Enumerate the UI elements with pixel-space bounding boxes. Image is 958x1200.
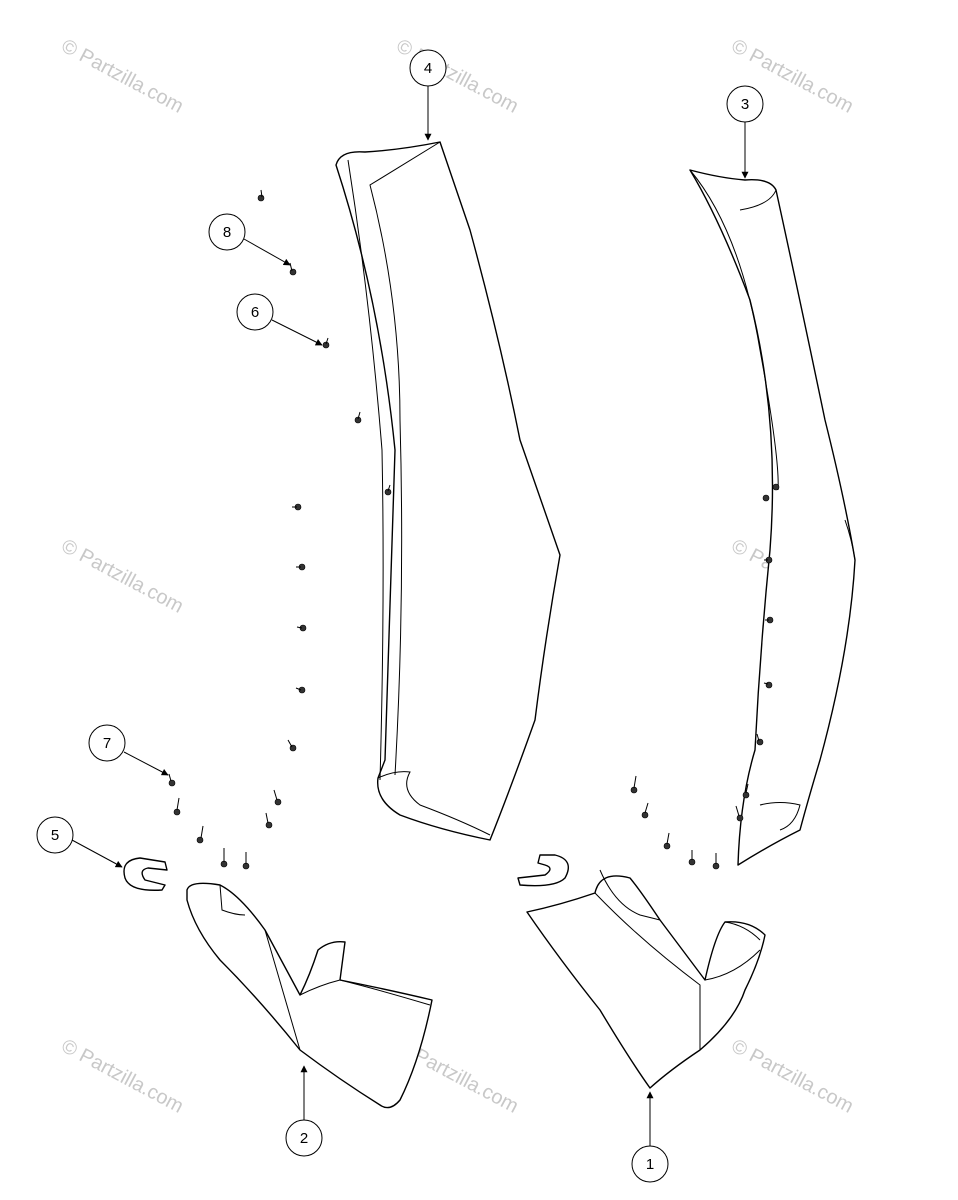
callout-2-label: 2 (300, 1130, 308, 1147)
callout-4-label: 4 (424, 60, 432, 77)
watermark: © Partzilla.com (728, 1035, 857, 1118)
callout-7-label: 7 (103, 735, 111, 752)
leader-lines (71, 86, 749, 1146)
watermark: © Partzilla.com (58, 35, 187, 118)
watermark: © Partzilla.com (58, 1035, 187, 1118)
callout-3-label: 3 (741, 96, 749, 113)
leader-8 (243, 238, 291, 266)
screw[interactable] (354, 411, 362, 424)
leader-7 (123, 751, 169, 776)
callout-3[interactable]: 3 (726, 85, 764, 123)
screw[interactable] (641, 802, 649, 819)
fasteners-group (168, 189, 780, 870)
callout-5[interactable]: 5 (36, 816, 74, 854)
screw[interactable] (242, 852, 250, 870)
callout-6[interactable]: 6 (236, 293, 274, 331)
screw[interactable] (764, 556, 773, 564)
screw[interactable] (688, 850, 696, 866)
screw[interactable] (322, 337, 330, 349)
part-1-guard[interactable] (526, 869, 766, 1089)
screw[interactable] (762, 494, 770, 502)
screw[interactable] (289, 262, 297, 276)
screw[interactable] (663, 832, 671, 850)
screw[interactable] (772, 483, 780, 491)
screw[interactable] (630, 775, 638, 794)
callout-1-label: 1 (646, 1156, 654, 1173)
screw[interactable] (296, 563, 306, 571)
leader-5 (71, 839, 123, 868)
watermark: © Partzilla.com (58, 535, 187, 618)
screw[interactable] (196, 825, 204, 844)
screw[interactable] (287, 739, 297, 752)
screw[interactable] (763, 681, 773, 689)
screw[interactable] (220, 848, 228, 868)
part-2-guard[interactable] (186, 882, 433, 1109)
callout-8-label: 8 (223, 224, 231, 241)
leader-6 (271, 319, 323, 346)
screw[interactable] (712, 853, 720, 870)
screw[interactable] (173, 797, 181, 816)
part-3-panel[interactable] (689, 169, 856, 866)
screw[interactable] (765, 616, 774, 624)
part-4-panel[interactable] (335, 141, 561, 841)
callout-7[interactable]: 7 (88, 724, 126, 762)
screw[interactable] (257, 189, 265, 202)
callout-1[interactable]: 1 (631, 1145, 669, 1183)
screw[interactable] (265, 812, 273, 829)
callout-8[interactable]: 8 (208, 213, 246, 251)
screw[interactable] (742, 783, 750, 799)
callout-2[interactable]: 2 (285, 1119, 323, 1157)
screw[interactable] (292, 503, 302, 511)
screw[interactable] (296, 624, 307, 632)
screw[interactable] (384, 484, 392, 496)
callout-6-label: 6 (251, 304, 259, 321)
part-5-clip-right[interactable] (517, 854, 569, 887)
callout-4[interactable]: 4 (409, 49, 447, 87)
screw[interactable] (756, 733, 764, 746)
part-5-clip-left[interactable] (123, 857, 168, 891)
screw[interactable] (168, 773, 176, 787)
screw[interactable] (295, 686, 306, 694)
screw[interactable] (735, 805, 744, 822)
callout-5-label: 5 (51, 827, 59, 844)
screw[interactable] (273, 789, 282, 806)
